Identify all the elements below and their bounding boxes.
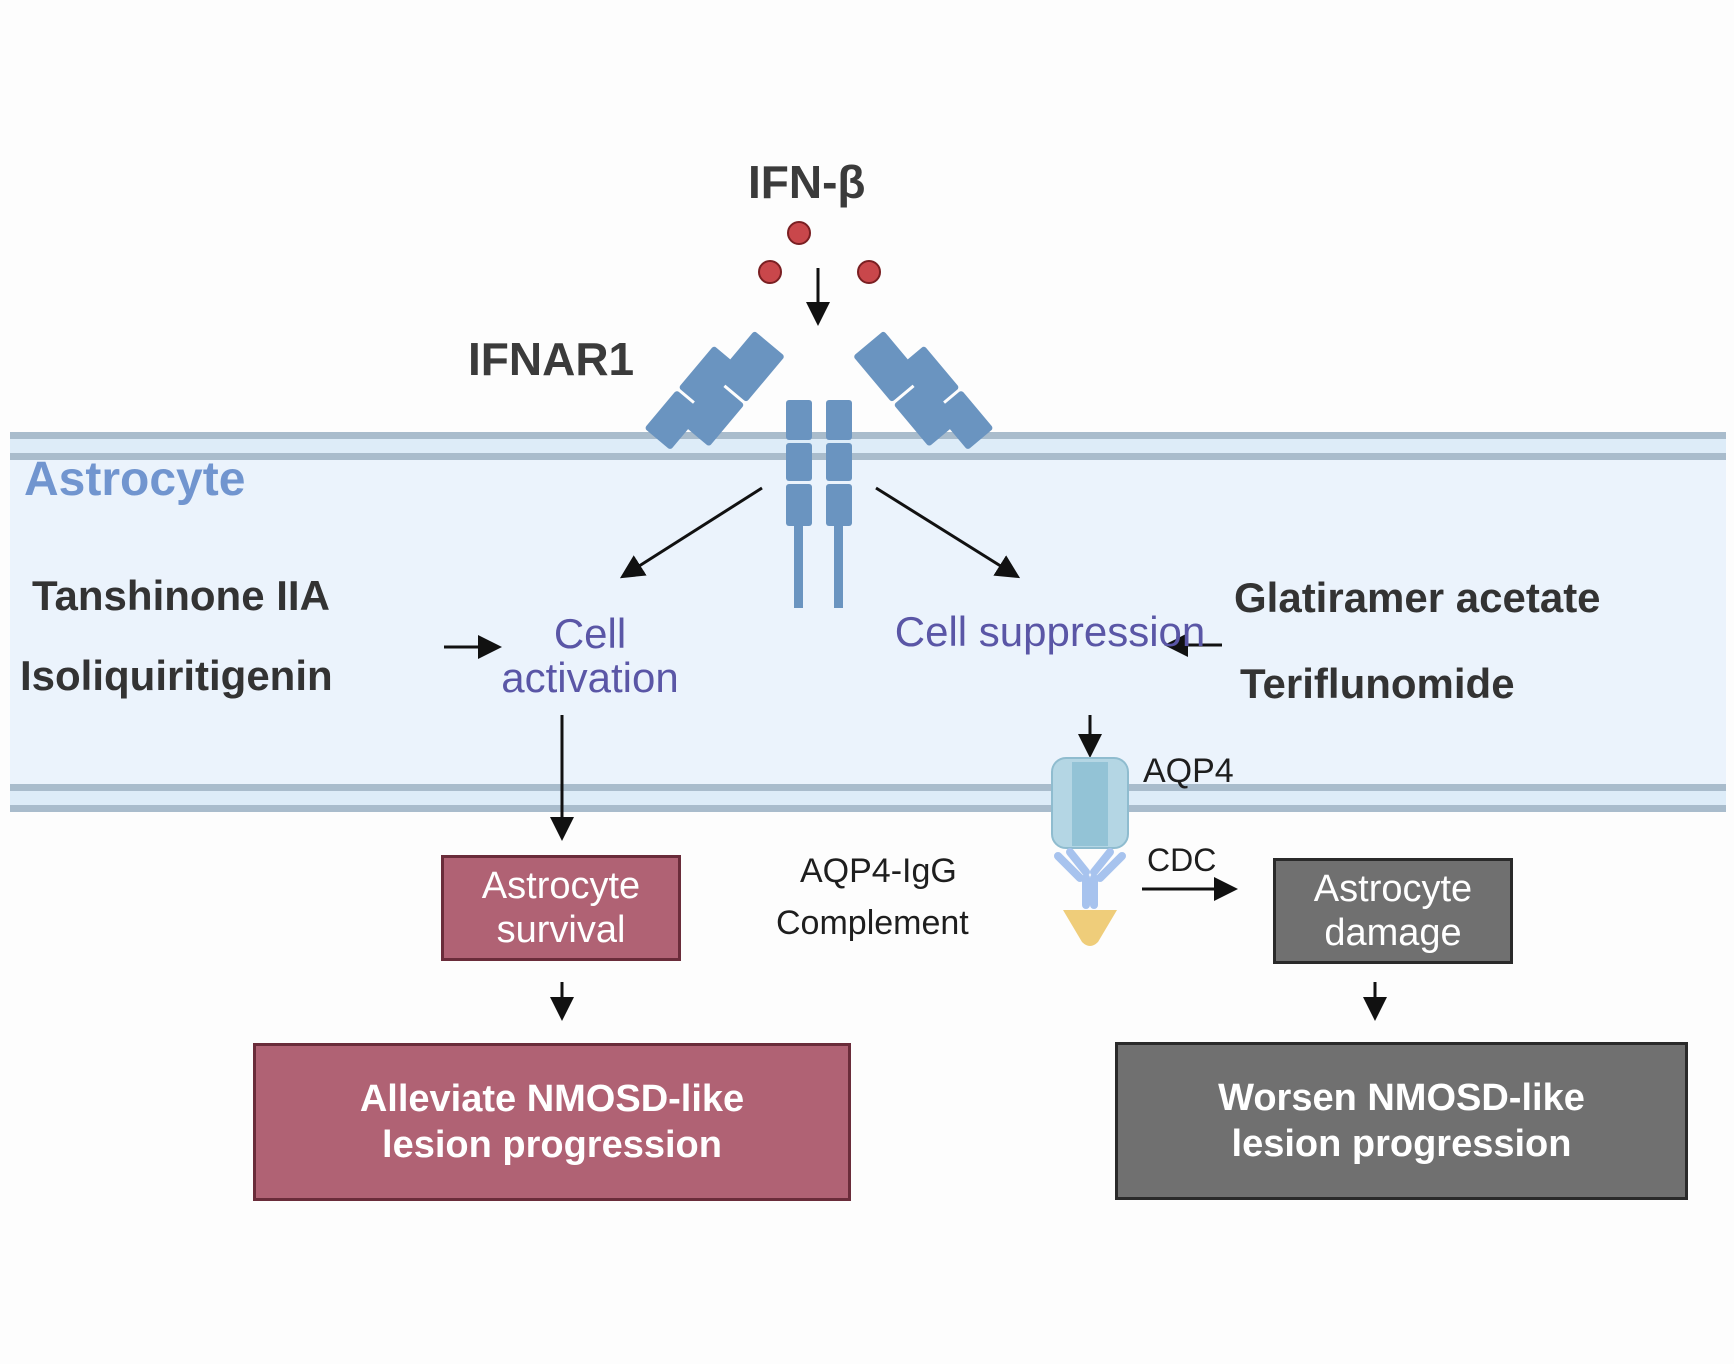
aqp4-igg-label: AQP4-IgG <box>800 852 957 890</box>
aqp4-channel-icon <box>1051 757 1129 849</box>
drug-teriflunomide: Teriflunomide <box>1240 660 1515 707</box>
aqp4-label: AQP4 <box>1143 752 1234 790</box>
alleviate-text: Alleviate NMOSD-like lesion progression <box>359 1078 745 1166</box>
complement-label: Complement <box>776 904 969 942</box>
cell-suppression-label: Cell suppression <box>894 608 1206 655</box>
astrocyte-survival-box: Astrocyte survival <box>441 855 681 961</box>
upper-membrane <box>10 432 1726 460</box>
ifnar1-label: IFNAR1 <box>468 333 635 385</box>
complement-icon <box>1063 910 1117 946</box>
alleviate-box: Alleviate NMOSD-like lesion progression <box>253 1043 851 1201</box>
worsen-text: Worsen NMOSD-like lesion progression <box>1218 1077 1585 1165</box>
astrocyte-survival-text: Astrocyte survival <box>481 865 641 951</box>
ifn-beta-molecule <box>787 221 811 245</box>
astrocyte-damage-text: Astrocyte damage <box>1313 868 1473 954</box>
lower-membrane <box>10 784 1726 812</box>
worsen-box: Worsen NMOSD-like lesion progression <box>1115 1042 1688 1200</box>
drug-glatiramer: Glatiramer acetate <box>1234 574 1601 621</box>
cdc-label: CDC <box>1147 842 1217 878</box>
ifn-beta-molecule <box>758 260 782 284</box>
arrow-to-activation <box>619 486 763 579</box>
aqp4-igg-antibody-icon <box>1054 848 1126 909</box>
ifn-beta-label: IFN-β <box>748 156 866 208</box>
astrocyte-label: Astrocyte <box>24 453 246 506</box>
ifn-beta-molecule <box>857 260 881 284</box>
arrow-to-suppression <box>875 486 1021 579</box>
astrocyte-cytoplasm <box>10 432 1726 812</box>
ifnar1-receptor-icon <box>645 331 993 608</box>
cell-activation-label: Cell activation <box>501 610 679 701</box>
astrocyte-damage-box: Astrocyte damage <box>1273 858 1513 964</box>
drug-tanshinone: Tanshinone IIA <box>32 572 330 619</box>
drug-isoliquiritigenin: Isoliquiritigenin <box>20 652 333 699</box>
